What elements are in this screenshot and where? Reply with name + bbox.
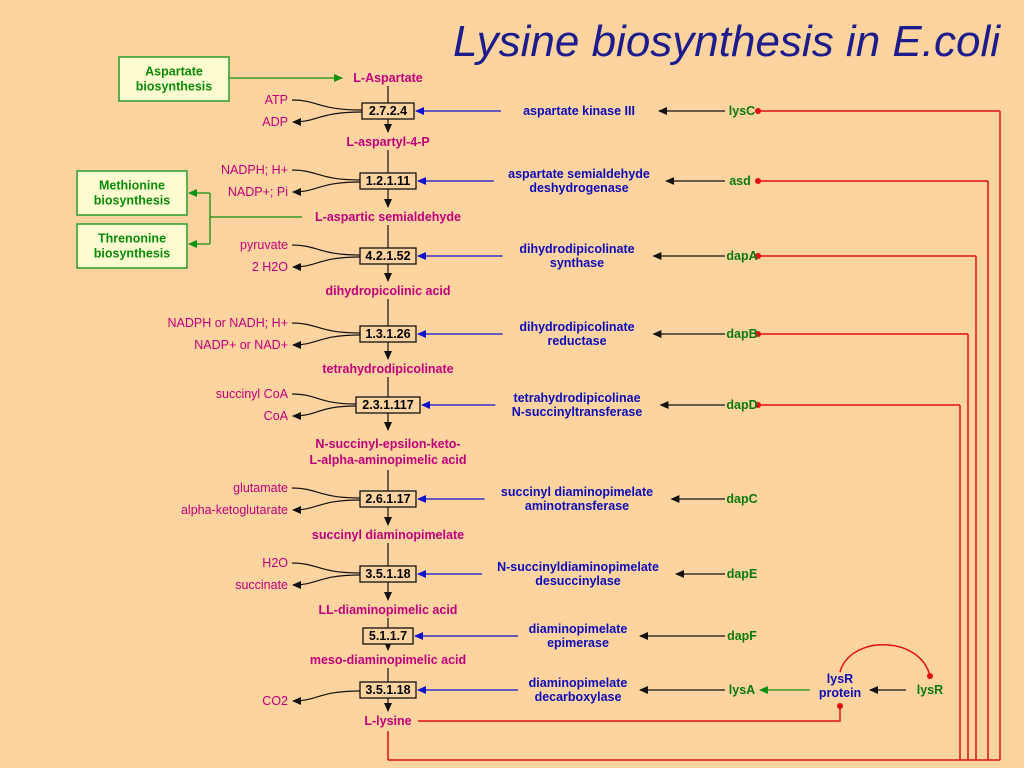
gene-dapC: dapC	[726, 492, 757, 506]
gene-lysA: lysA	[729, 683, 755, 697]
cofactor-in-7: H2O	[262, 556, 288, 570]
lysine-to-lysr	[418, 703, 843, 722]
cofactor-out-arrow-5	[292, 405, 357, 420]
metabolite-2: L-aspartyl-4-P	[346, 135, 429, 149]
gene-asd: asd	[729, 174, 751, 188]
cofactor-out-1: ADP	[262, 115, 288, 129]
cofactor-in-link-3	[291, 244, 361, 256]
cofactor-in-2: NADPH; H+	[221, 163, 288, 177]
ec-number-4: 1.3.1.26	[365, 327, 410, 341]
cofactor-in-6: glutamate	[233, 481, 288, 495]
ec-number-9: 3.5.1.18	[365, 683, 410, 697]
cofactor-out-4: NADP+ or NAD+	[194, 338, 288, 352]
ec-box-7	[359, 565, 417, 583]
cofactor-in-1: ATP	[265, 93, 288, 107]
ec-box-1	[361, 102, 415, 120]
cofactor-in-link-2	[291, 169, 361, 181]
lysr-gene: lysR	[917, 683, 943, 697]
ec-box-6	[359, 490, 417, 508]
cofactor-in-link-4	[291, 322, 361, 334]
cofactor-in-4: NADPH or NADH; H+	[167, 316, 288, 330]
cofactor-out-3: 2 H2O	[252, 260, 288, 274]
cofactor-out-2: NADP+; Pi	[228, 185, 288, 199]
cofactor-in-link-5	[291, 393, 357, 405]
gene-dapA: dapA	[726, 249, 757, 263]
ec-number-7: 3.5.1.18	[365, 567, 410, 581]
lysr-autoregulation	[839, 644, 933, 679]
cofactor-in-5: succinyl CoA	[216, 387, 289, 401]
ec-number-6: 2.6.1.17	[365, 492, 410, 506]
ec-box-8	[362, 627, 414, 645]
ec-box-2	[359, 172, 417, 190]
ec-box-9	[359, 681, 417, 699]
cofactor-out-6: alpha-ketoglutarate	[181, 503, 288, 517]
side-pathway-box-3	[76, 223, 188, 269]
diagram-links	[188, 74, 1001, 761]
cofactor-out-5: CoA	[264, 409, 289, 423]
cofactor-out-9: CO2	[262, 694, 288, 708]
cofactor-out-arrow-6	[292, 499, 361, 514]
ec-number-1: 2.7.2.4	[369, 104, 407, 118]
cofactor-out-arrow-1	[292, 111, 363, 126]
gene-dapD: dapD	[726, 398, 757, 412]
metabolite-1: L-Aspartate	[353, 71, 423, 85]
ec-box-4	[359, 325, 417, 343]
enzyme-1: aspartate kinase III	[523, 104, 635, 118]
side-pathway-box-2	[76, 170, 188, 216]
metabolite-5: tetrahydrodipicolinate	[322, 362, 453, 376]
cofactor-out-arrow-2	[292, 181, 361, 196]
metabolite-3: L-aspartic semialdehyde	[315, 210, 461, 224]
ec-box-5	[355, 396, 421, 414]
side-pathway-box-1	[118, 56, 230, 102]
cofactor-out-arrow-4	[292, 334, 361, 349]
ec-number-8: 5.1.1.7	[369, 629, 407, 643]
cofactor-in-link-7	[291, 562, 361, 574]
cofactor-in-link-1	[291, 99, 363, 111]
metabolite-9: meso-diaminopimelic acid	[310, 653, 466, 667]
metabolite-10: L-lysine	[364, 714, 411, 728]
cofactor-in-3: pyruvate	[240, 238, 288, 252]
cofactor-out-7: succinate	[235, 578, 288, 592]
ec-number-5: 2.3.1.117	[362, 398, 413, 412]
cofactor-out-arrow-3	[292, 256, 361, 271]
metabolite-8: LL-diaminopimelic acid	[319, 603, 458, 617]
cofactor-out-arrow-9	[292, 690, 361, 705]
ec-box-3	[359, 247, 417, 265]
gene-dapE: dapE	[727, 567, 758, 581]
diagram-title: Lysine biosynthesis in E.coli	[453, 17, 1001, 66]
metabolite-6: N-succinyl-epsilon-keto-L-alpha-aminopim…	[310, 437, 467, 467]
cofactor-in-link-6	[291, 487, 361, 499]
metabolite-4: dihydropicolinic acid	[325, 284, 450, 298]
ec-number-3: 4.2.1.52	[365, 249, 410, 263]
cofactor-out-arrow-7	[292, 574, 361, 589]
gene-lysC: lysC	[729, 104, 755, 118]
ec-number-2: 1.2.1.11	[366, 174, 411, 188]
metabolite-7: succinyl diaminopimelate	[312, 528, 464, 542]
gene-dapF: dapF	[727, 629, 757, 643]
gene-dapB: dapB	[726, 327, 757, 341]
